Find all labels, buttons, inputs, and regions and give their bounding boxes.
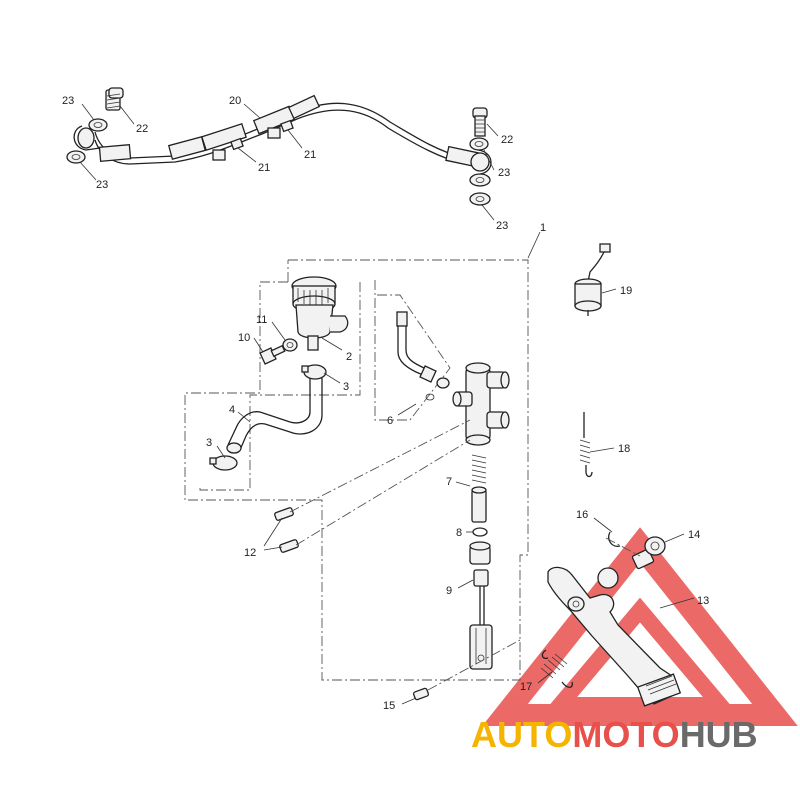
callout-3-lower: 3 [206,437,212,449]
callout-21-right: 21 [304,149,316,161]
master-cylinder-body [452,362,510,446]
banjo-bolt-right [472,107,488,137]
callout-15: 15 [383,700,395,712]
banjo-bolt-left [105,87,124,111]
callout-11: 11 [256,314,267,326]
watermark-logo-text: AUTOMOTOHUB [471,714,758,758]
callout-23-right-lower: 23 [496,220,508,232]
callout-10: 10 [238,332,250,344]
fluid-reservoir [291,276,349,351]
callout-6: 6 [387,415,393,427]
callout-1: 1 [540,222,546,234]
callout-labels: 1 2 3 3 4 6 7 8 9 10 11 12 13 14 15 16 1… [62,95,709,712]
brake-hose [73,94,492,175]
brake-light-switch [574,243,611,316]
watermark-moto: MOTO [572,714,680,755]
assembly-outline-1 [184,259,529,681]
mounting-bolts [274,507,299,553]
pivot-bolt [631,536,666,570]
callout-8: 8 [456,527,462,539]
piston-spring [471,454,487,523]
callout-22-left: 22 [136,123,148,135]
watermark-triangle [482,527,798,726]
callout-7: 7 [446,476,452,488]
circlip [608,531,621,547]
watermark-hub: HUB [679,714,758,755]
reservoir-bolt [259,344,286,365]
o-ring [472,527,488,537]
sealing-washers [66,118,491,206]
callout-23-bottom-left: 23 [96,179,108,191]
watermark-auto: AUTO [471,714,573,755]
leader-lines [79,103,695,705]
brake-pedal [547,566,682,707]
reservoir-washer [282,338,298,352]
callout-23-right-upper: 23 [498,167,510,179]
callout-18: 18 [618,443,630,455]
callout-13: 13 [697,595,709,607]
callout-16: 16 [576,509,588,521]
clevis-pin [412,687,430,701]
callout-3-upper: 3 [343,381,349,393]
hose-clip-bolts [230,119,294,151]
hose-clip-upper [301,364,327,380]
return-spring-18 [579,412,593,478]
callout-14: 14 [688,529,700,541]
callout-9: 9 [446,585,452,597]
callout-20: 20 [229,95,241,107]
callout-2: 2 [346,351,352,363]
callout-21-left: 21 [258,162,270,174]
callout-19: 19 [620,285,632,297]
callout-17: 17 [520,681,532,693]
master-cylinder-pipe [396,311,450,401]
reservoir-hose [226,378,323,454]
callout-22-right: 22 [501,134,513,146]
hose-clip-lower [209,455,238,471]
callout-12: 12 [244,547,256,559]
pushrod-assembly [469,541,493,670]
callout-23-top-left: 23 [62,95,74,107]
callout-4: 4 [229,404,235,416]
return-spring-17 [540,649,574,688]
